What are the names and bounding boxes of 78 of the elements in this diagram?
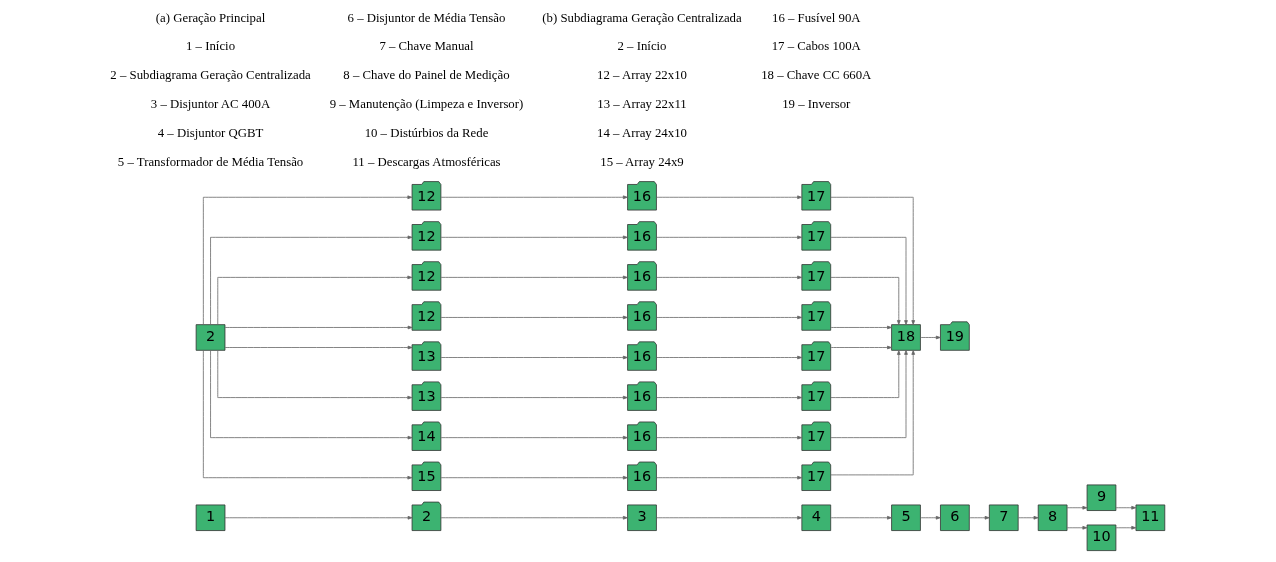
label: 13 – Array 22x11 bbox=[597, 97, 687, 112]
label: 19 – Inversor bbox=[782, 97, 851, 112]
arrow bbox=[217, 350, 413, 400]
label: 5 – Transformador de Média Tensão bbox=[117, 154, 304, 169]
arrow bbox=[440, 435, 628, 440]
arrow bbox=[969, 515, 990, 520]
node-box: 2 bbox=[195, 324, 226, 351]
node-box: 9 bbox=[1086, 484, 1117, 511]
arrow bbox=[202, 350, 413, 480]
arrow bbox=[1115, 525, 1137, 530]
label: 3 – Disjuntor AC 400A bbox=[150, 97, 271, 112]
label: 1 – Início bbox=[186, 39, 236, 54]
arrow bbox=[830, 196, 915, 325]
arrow bbox=[830, 236, 908, 325]
label: 18 – Chave CC 660A bbox=[761, 68, 872, 83]
arrow bbox=[656, 315, 803, 320]
arrow bbox=[830, 277, 901, 325]
arrow bbox=[656, 395, 803, 400]
arrow bbox=[440, 515, 628, 520]
arrow bbox=[656, 195, 803, 200]
arrow bbox=[224, 325, 413, 330]
arrow bbox=[656, 515, 803, 520]
arrow bbox=[656, 235, 803, 240]
label: 11 – Descargas Atmosféricas bbox=[352, 154, 501, 169]
label: 9 – Manutenção (Limpeza e Inversor) bbox=[329, 97, 524, 112]
arrow bbox=[656, 435, 803, 440]
arrow bbox=[830, 350, 915, 476]
arrow bbox=[440, 195, 628, 200]
arrow bbox=[656, 275, 803, 280]
node-box: 7 bbox=[988, 504, 1019, 531]
arrow bbox=[1066, 505, 1088, 510]
label: 8 – Chave do Painel de Medição bbox=[343, 68, 510, 83]
arrow bbox=[1018, 515, 1039, 520]
arrow bbox=[202, 195, 413, 325]
node-box: 5 bbox=[891, 504, 921, 531]
label: 6 – Disjuntor de Média Tensão bbox=[347, 10, 506, 25]
arrow bbox=[217, 275, 413, 325]
label: 7 – Chave Manual bbox=[379, 39, 474, 54]
label: 12 – Array 22x10 bbox=[597, 68, 687, 83]
arrow bbox=[1066, 525, 1088, 530]
arrow bbox=[440, 395, 628, 400]
label: (b) Subdiagrama Geração Centralizada bbox=[542, 10, 742, 25]
arrow bbox=[830, 350, 901, 398]
node-box: 10 bbox=[1086, 524, 1117, 551]
arrow bbox=[440, 355, 628, 360]
arrow bbox=[656, 475, 803, 480]
arrow bbox=[210, 235, 413, 325]
arrow bbox=[440, 275, 628, 280]
arrow bbox=[830, 325, 892, 330]
arrow bbox=[830, 345, 892, 350]
arrow bbox=[920, 515, 941, 520]
node-box: 1 bbox=[195, 504, 226, 531]
node-box: 8 bbox=[1037, 504, 1068, 531]
node-box: 18 bbox=[891, 324, 921, 351]
arrow bbox=[440, 475, 628, 480]
arrow bbox=[224, 345, 413, 350]
node-box: 11 bbox=[1135, 504, 1166, 531]
label: 2 – Subdiagrama Geração Centralizada bbox=[110, 68, 311, 83]
arrow bbox=[830, 350, 908, 439]
node-box: 6 bbox=[940, 504, 970, 531]
label: 10 – Distúrbios da Rede bbox=[364, 126, 489, 141]
arrow bbox=[440, 235, 628, 240]
label: 15 – Array 24x9 bbox=[600, 154, 684, 169]
arrow bbox=[440, 315, 628, 320]
arrow bbox=[920, 335, 941, 340]
arrow bbox=[224, 515, 413, 520]
arrow bbox=[1115, 505, 1137, 510]
arrow bbox=[656, 355, 803, 360]
arrow bbox=[830, 515, 892, 520]
node-box: 3 bbox=[627, 504, 657, 531]
label: 2 – Início bbox=[617, 39, 667, 54]
label: (a) Geração Principal bbox=[155, 10, 266, 25]
label: 14 – Array 24x10 bbox=[597, 126, 687, 141]
node-box: 4 bbox=[801, 504, 832, 531]
label: 16 – Fusível 90A bbox=[772, 10, 861, 25]
arrow bbox=[210, 350, 413, 440]
label: 17 – Cabos 100A bbox=[771, 39, 861, 54]
label: 4 – Disjuntor QGBT bbox=[157, 126, 264, 141]
